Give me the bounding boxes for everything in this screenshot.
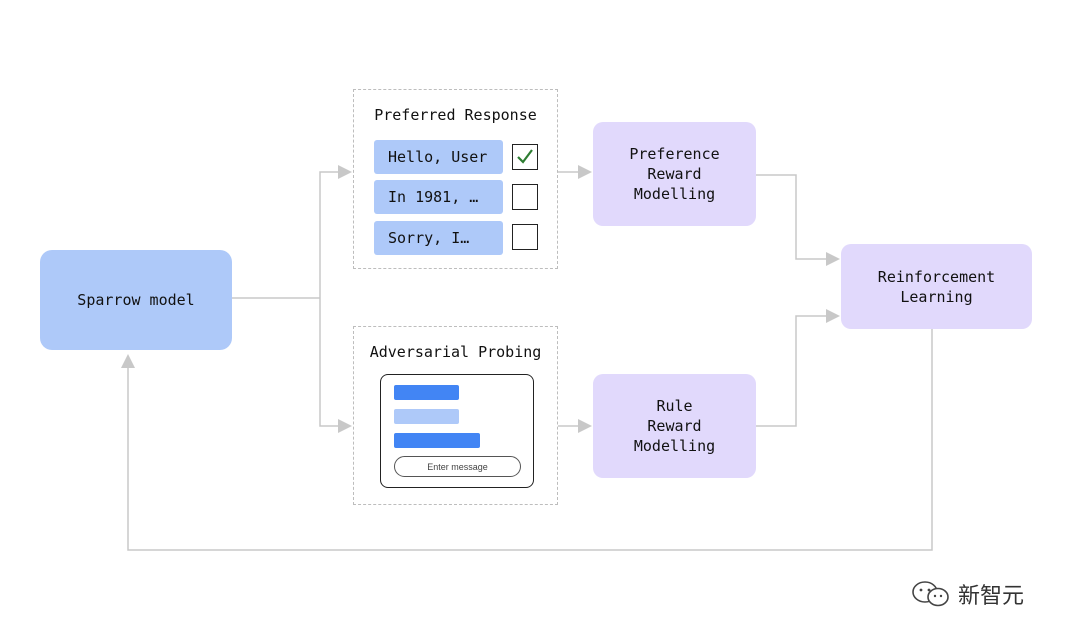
preferred-response-panel: Preferred Response Hello, User In 1981, … xyxy=(353,89,558,269)
preferred-response-title: Preferred Response xyxy=(374,106,537,124)
wechat-logo-icon xyxy=(912,581,949,607)
preference-reward-modelling-node: Preference Reward Modelling xyxy=(593,122,756,226)
checked-checkbox xyxy=(512,144,538,170)
chat-message-bar xyxy=(394,385,459,400)
unchecked-checkbox xyxy=(512,224,538,250)
chat-message-bar xyxy=(394,409,459,424)
response-option: In 1981, … xyxy=(374,180,503,214)
chat-window-illustration: Enter message xyxy=(380,374,534,488)
arrowhead-prm-to-rl xyxy=(826,252,840,266)
chat-message-bar xyxy=(394,433,480,448)
arrowhead-to-sparrow xyxy=(121,354,135,368)
arrowhead-to-adv-panel xyxy=(338,419,352,433)
checkmark-icon xyxy=(517,149,533,164)
rrm-to-rl-line xyxy=(756,315,826,427)
watermark: 新智元 xyxy=(910,578,1024,610)
response-option: Sorry, I… xyxy=(374,221,503,255)
unchecked-checkbox xyxy=(512,184,538,210)
prm-to-rl-line xyxy=(756,174,826,260)
response-option: Hello, User xyxy=(374,140,503,174)
branch-down-line xyxy=(319,298,338,427)
arrowhead-to-rrm xyxy=(578,419,592,433)
rl-feedback-line xyxy=(127,329,933,551)
branch-up-line xyxy=(319,171,338,298)
arrowhead-to-prm xyxy=(578,165,592,179)
reinforcement-learning-node: Reinforcement Learning xyxy=(841,244,1032,329)
message-input: Enter message xyxy=(394,456,521,477)
watermark-text: 新智元 xyxy=(958,584,1025,609)
adversarial-probing-panel: Adversarial Probing Enter message xyxy=(353,326,558,505)
arrowhead-to-pref-panel xyxy=(338,165,352,179)
arrowhead-rrm-to-rl xyxy=(826,309,840,323)
sparrow-model-node: Sparrow model xyxy=(40,250,232,350)
rule-reward-modelling-node: Rule Reward Modelling xyxy=(593,374,756,478)
adversarial-probing-title: Adversarial Probing xyxy=(369,343,542,361)
